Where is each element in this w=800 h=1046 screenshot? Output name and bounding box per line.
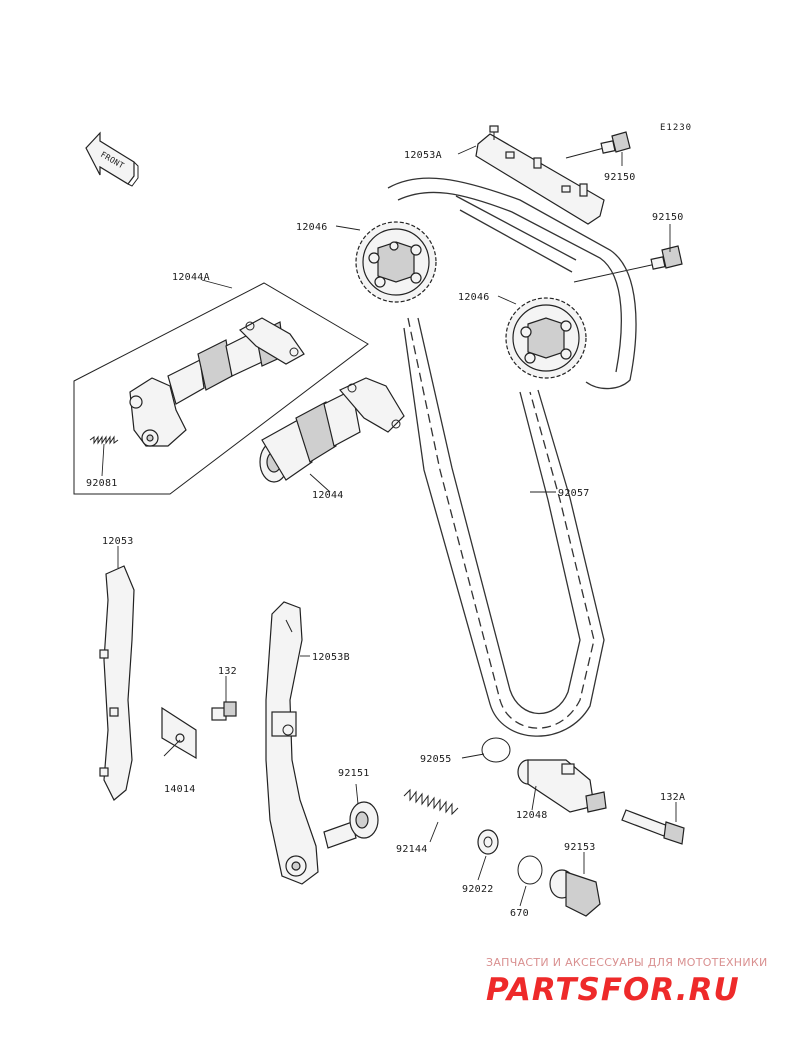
label-92150-top: 92150 xyxy=(604,172,636,183)
camshaft-12044 xyxy=(259,377,405,483)
label-92057: 92057 xyxy=(558,488,590,499)
label-12044: 12044 xyxy=(312,490,344,501)
label-12044A: 12044A xyxy=(172,272,210,283)
leader-lines xyxy=(101,145,677,907)
front-arrow-icon: FRONT xyxy=(85,131,139,187)
label-12048: 12048 xyxy=(516,810,548,821)
watermark-brand: PARTSFOR.RU xyxy=(486,972,740,1008)
label-12053: 12053 xyxy=(102,536,134,547)
label-14014: 14014 xyxy=(164,784,196,795)
label-92151: 92151 xyxy=(338,768,370,779)
label-12053A: 12053A xyxy=(404,150,442,161)
chain-guide-12053B xyxy=(265,601,319,885)
label-92153: 92153 xyxy=(564,842,596,853)
o-ring-670 xyxy=(517,855,543,885)
bolt-132A xyxy=(621,809,685,845)
bolt-92150-top xyxy=(565,131,631,159)
label-92055: 92055 xyxy=(420,754,452,765)
spring-92081 xyxy=(89,435,119,445)
chain-guide-12053 xyxy=(99,565,135,801)
watermark-tagline: ЗАПЧАСТИ И АКСЕССУАРЫ ДЛЯ МОТОТЕХНИКИ xyxy=(486,956,768,969)
sprocket-12046-left xyxy=(355,221,437,303)
label-132: 132 xyxy=(218,666,237,677)
label-12046-left: 12046 xyxy=(296,222,328,233)
tensioner-12048 xyxy=(517,759,607,813)
sprocket-12046-right xyxy=(505,297,587,379)
o-ring-92055 xyxy=(481,737,511,763)
label-12053B: 12053B xyxy=(312,652,350,663)
label-92081: 92081 xyxy=(86,478,118,489)
bolt-132 xyxy=(211,701,237,721)
label-92144: 92144 xyxy=(396,844,428,855)
plate-14014 xyxy=(161,706,197,760)
bolt-92150-mid xyxy=(573,245,683,283)
plug-92153 xyxy=(549,869,601,917)
label-92150-mid: 92150 xyxy=(652,212,684,223)
chain-guide-12053A xyxy=(475,125,605,225)
label-92022: 92022 xyxy=(462,884,494,895)
camshaft-12044A xyxy=(129,317,305,447)
label-132A: 132A xyxy=(660,792,685,803)
label-670: 670 xyxy=(510,908,529,919)
watermark: ЗАПЧАСТИ И АКСЕССУАРЫ ДЛЯ МОТОТЕХНИКИ PA… xyxy=(486,956,768,1008)
label-12046-right: 12046 xyxy=(458,292,490,303)
spring-92144 xyxy=(403,788,459,816)
pin-92151 xyxy=(323,801,379,849)
cam-chain-92057 xyxy=(387,177,637,737)
camshaft-assembly-box xyxy=(73,282,369,495)
washer-92022 xyxy=(477,829,499,855)
diagram-code: E1230 xyxy=(660,123,692,133)
part-labels: 12053A 92150 92150 12046 12046 12044A 92… xyxy=(86,150,685,919)
